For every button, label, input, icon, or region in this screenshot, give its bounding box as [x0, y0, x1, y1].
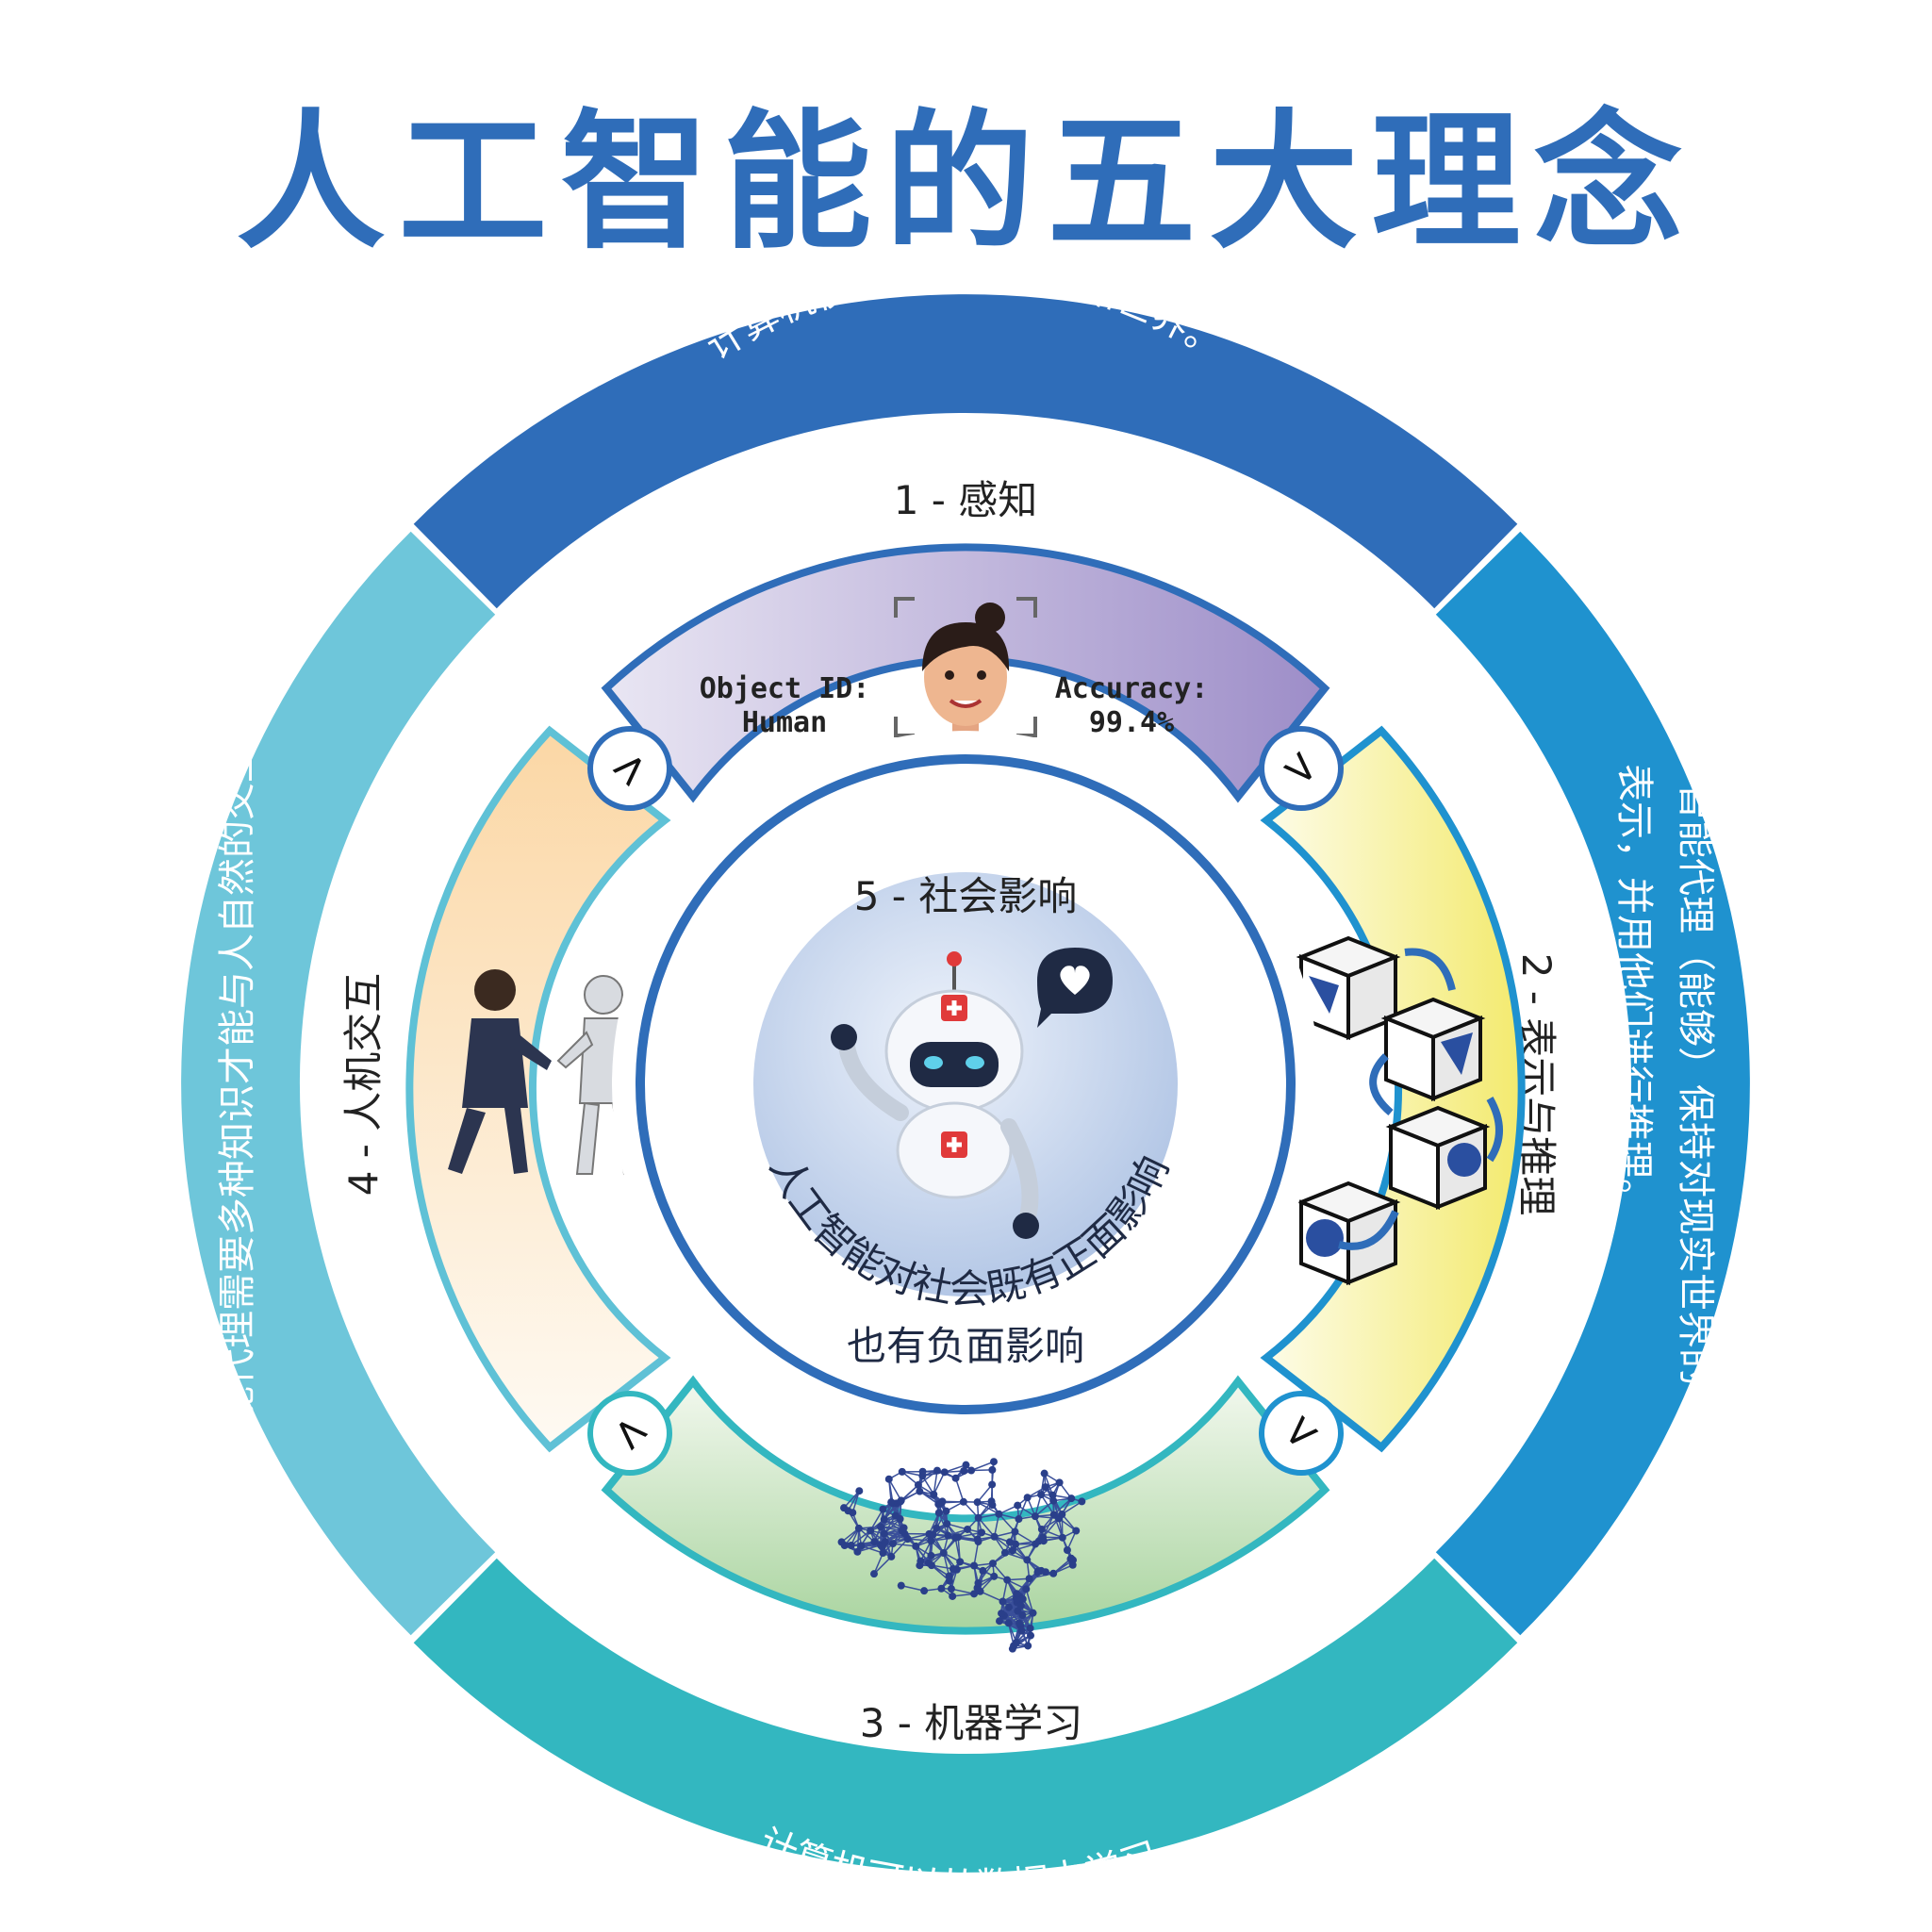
label-impact: 5 - 社会影响 [854, 873, 1078, 919]
cubes-illustration [1296, 935, 1503, 1285]
perception-band [413, 294, 1518, 609]
accuracy-value: 99.4% [1089, 706, 1174, 739]
flow-arrows: > > > > [587, 726, 1344, 1476]
label-perception: 1 - 感知 [894, 477, 1038, 523]
label-learning: 3 - 机器学习 [860, 1700, 1083, 1746]
reasoning-description-line1: 智能代理（能够）保持对现实世界的 [1674, 783, 1717, 1386]
robot-mascot-icon [831, 948, 1113, 1239]
reasoning-band [1435, 531, 1750, 1636]
object-id-value: Human [742, 706, 827, 739]
interaction-band [181, 531, 496, 1636]
speech-bubble-heart-icon [1037, 948, 1113, 1028]
interaction-description: 智能代理需要多种知识才能与人自然的交互。 [216, 707, 259, 1461]
cube-icon [1296, 935, 1401, 1040]
label-interaction: 4 - 人机交互 [340, 973, 387, 1197]
learning-panel [601, 1375, 1330, 1635]
handshake-illustration [448, 969, 639, 1176]
cube-icon [1296, 1181, 1401, 1285]
object-id-label: Object ID: [700, 672, 870, 705]
cube-icon [1385, 1105, 1491, 1210]
reasoning-description-line2: 表示，并用他们进行推理。 [1612, 764, 1656, 1216]
cube-icon [1380, 997, 1486, 1101]
businessman-icon [448, 969, 552, 1174]
curved-arrow-icon [1338, 948, 1503, 1250]
page-title: 人工智能的五大理念 [236, 95, 1696, 270]
learning-band [413, 1558, 1518, 1873]
inner-panels [405, 543, 1526, 1635]
center-caption-line2: 也有负面影响 [847, 1323, 1084, 1369]
outer-ring [181, 294, 1750, 1873]
perception-panel [601, 543, 1330, 803]
reasoning-description: 智能代理（能够）保持对现实世界的 表示，并用他们进行推理。 [1612, 764, 1717, 1386]
accuracy-label: Accuracy: [1055, 672, 1209, 705]
brain-network-icon [837, 1458, 1086, 1653]
